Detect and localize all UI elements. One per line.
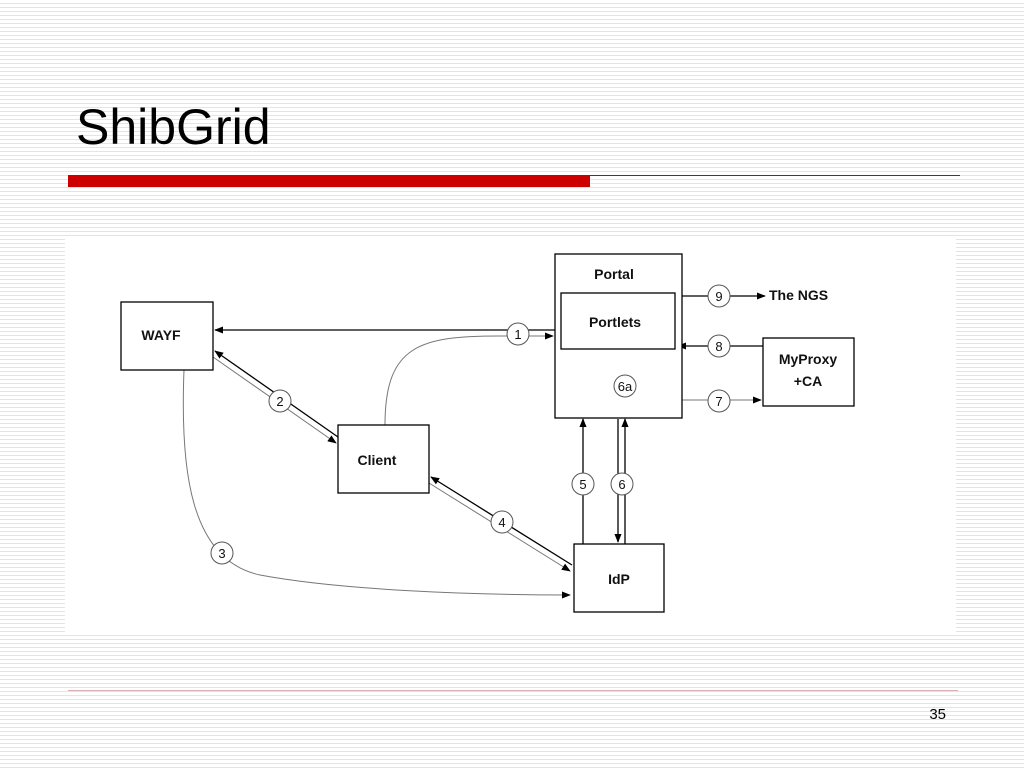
step-badge-2-label: 2 (276, 394, 283, 409)
shibgrid-diagram: WAYF Client Portal Portlets IdP MyProxy … (120, 253, 855, 613)
client-label: Client (358, 452, 397, 468)
step-badge-5-label: 5 (579, 477, 586, 492)
step-badge-8: 8 (707, 334, 731, 358)
slide-title: ShibGrid (76, 99, 271, 155)
step-badge-1-label: 1 (514, 327, 521, 342)
client-box (337, 424, 430, 494)
portlets-box (560, 292, 676, 350)
step-badge-2: 2 (268, 389, 292, 413)
edge-wayf-to-idp (182, 369, 571, 599)
footer-rule (68, 690, 958, 691)
portal-label: Portal (594, 266, 634, 282)
step-badge-6a: 6a (613, 374, 637, 398)
step-badge-6: 6 (610, 472, 634, 496)
step-badge-3-label: 3 (218, 546, 225, 561)
the-ngs-label: The NGS (769, 287, 828, 303)
step-badge-5: 5 (571, 472, 595, 496)
myproxy-box (762, 337, 855, 407)
title-underline-rule (590, 175, 960, 176)
title-underline-bar (68, 175, 590, 187)
myproxy-label-line2: +CA (794, 373, 822, 389)
step-badge-7: 7 (707, 389, 731, 413)
idp-box (573, 543, 665, 613)
step-badge-4-label: 4 (498, 515, 505, 530)
idp-label: IdP (608, 571, 630, 587)
wayf-label: WAYF (141, 327, 181, 343)
step-badge-3: 3 (210, 541, 234, 565)
wayf-box (120, 301, 214, 371)
page-number: 35 (929, 706, 946, 723)
portlets-label: Portlets (589, 314, 641, 330)
myproxy-label-line1: MyProxy (779, 351, 838, 367)
step-badge-6a-label: 6a (618, 379, 633, 394)
step-badge-8-label: 8 (715, 339, 722, 354)
step-badge-9-label: 9 (715, 289, 722, 304)
step-badge-9: 9 (707, 284, 731, 308)
step-badge-6-label: 6 (618, 477, 625, 492)
step-badge-7-label: 7 (715, 394, 722, 409)
step-badge-4: 4 (490, 510, 514, 534)
diagram-panel: WAYF Client Portal Portlets IdP MyProxy … (65, 238, 956, 633)
step-badge-1: 1 (506, 322, 530, 346)
edge-client-to-portal (384, 332, 554, 426)
